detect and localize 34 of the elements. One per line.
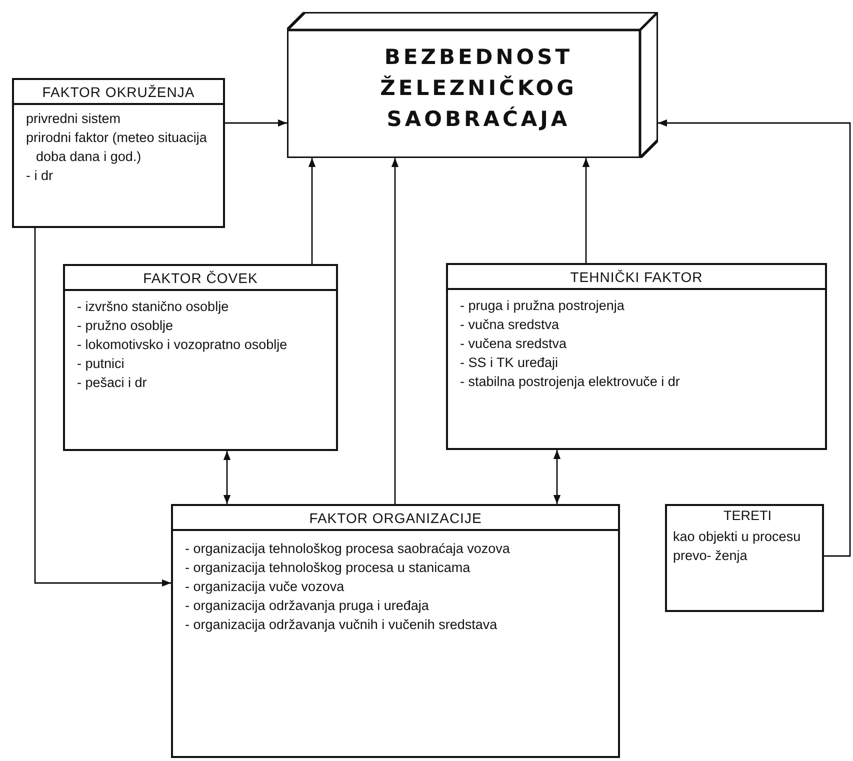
list-item: - vučna sredstva [459,316,560,334]
arrow [223,451,231,504]
title-text: BEZBEDNOST ŽELEZNIČKOG SAOBRAĆAJA [379,44,578,133]
list-item: privredni sistem [25,110,122,128]
arrow [225,119,287,127]
list-item: - organizacija održavanja vučnih i vučenih sredstava [184,616,498,634]
list-item: - stabilna postrojenja elektrovuče i dr [459,373,681,391]
list-item: - organizacija tehnološkog procesa u stanicama [184,559,472,577]
list-item: - pruga i pružna postrojenja [459,297,626,315]
list-item: - lokomotivsko i vozopratno osoblje [76,336,288,354]
list-item: - organizacija vuče vozova [184,578,346,596]
list-item: - organizacija održavanja pruga i uređaja [184,597,430,615]
box-heading: FAKTOR OKRUŽENJA [14,80,223,105]
box-heading: FAKTOR ČOVEK [65,266,336,291]
list-item: - pružno osoblje [76,317,174,335]
list-item: - vučena sredstva [459,335,568,353]
arrow [308,158,316,264]
arrow [658,119,851,557]
block-box [287,12,658,158]
list-item: - pešaci i dr [76,374,148,392]
arrow [34,228,171,587]
list-item: - izvršno stanično osoblje [76,298,230,316]
list-item: TERETI [722,507,772,525]
list-item: prirodni faktor (meteo situacija doba dana i god.) [25,129,208,166]
list-item: - organizacija tehnološkog procesa saobraćaja vozova [184,540,511,558]
list-item: - putnici [76,355,126,373]
box-heading: FAKTOR ORGANIZACIJE [173,506,618,531]
arrow [553,450,561,504]
list-item: kao objekti u procesu prevo- ženja [672,528,802,565]
arrow [582,158,590,263]
box-heading: TEHNIČKI FAKTOR [448,265,825,290]
list-item: - SS i TK uređaji [459,354,560,372]
list-item: - i dr [25,167,54,185]
arrow [391,158,399,504]
